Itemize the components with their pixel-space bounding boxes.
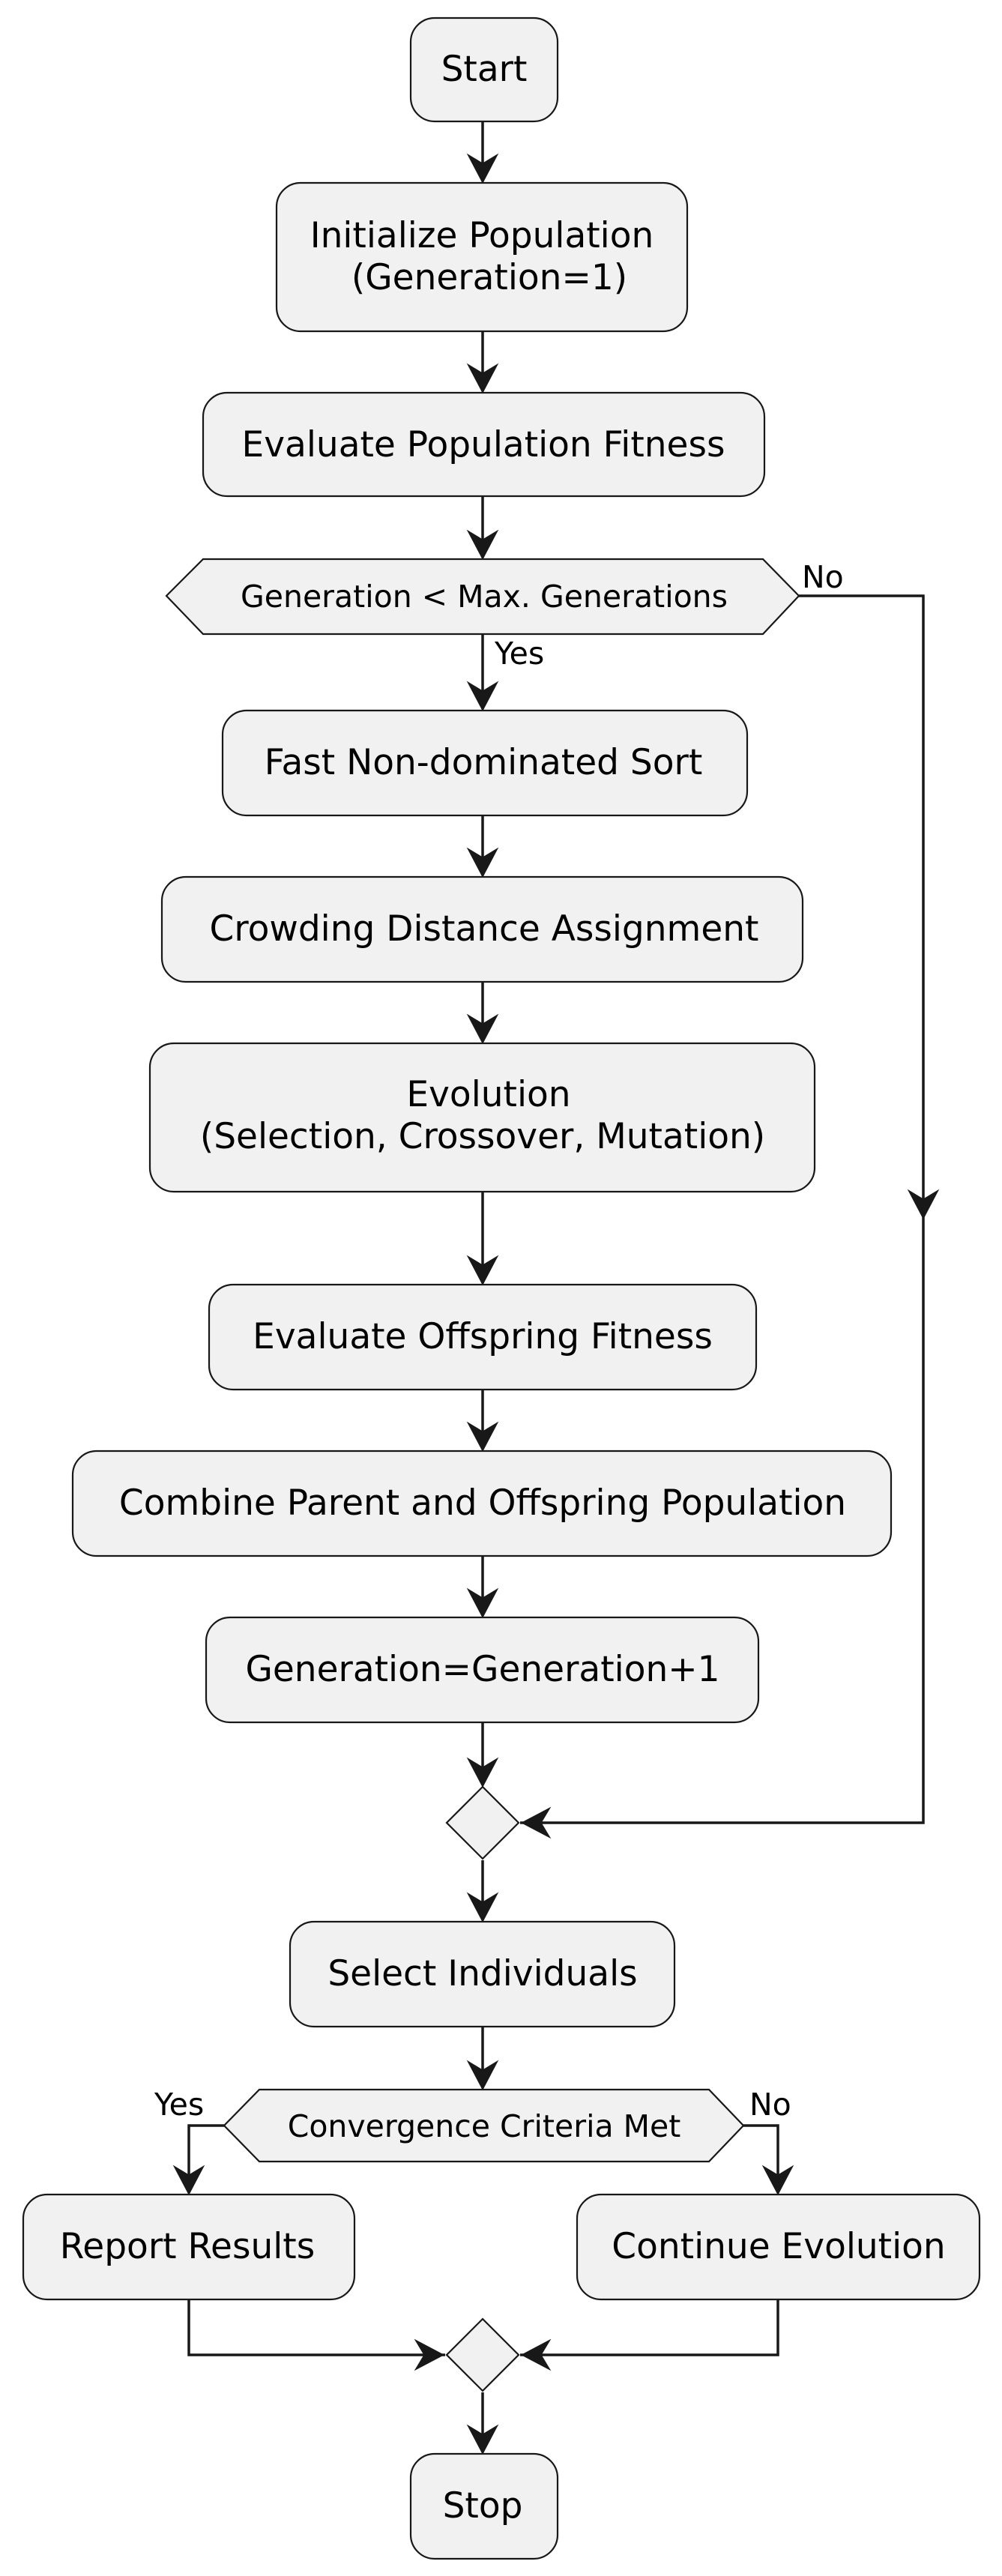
init-population-node: Initialize Population (Generation=1): [275, 181, 689, 333]
fast-sort-label: Fast Non-dominated Sort: [265, 742, 703, 783]
arrowhead-down: [466, 1757, 499, 1788]
loop-condition-label: Generation < Max. Generations: [241, 579, 728, 615]
evolution-node: Evolution (Selection, Crossover, Mutatio…: [148, 1042, 816, 1193]
continue-node: Continue Evolution: [576, 2193, 981, 2301]
arrowhead-down: [466, 153, 499, 184]
evaluate-population-label: Evaluate Population Fitness: [242, 424, 725, 465]
evolution-label-line2: (Selection, Crossover, Mutation): [200, 1116, 765, 1157]
init-population-label-line1: Initialize Population: [310, 215, 654, 256]
edge-continue-merge: [520, 2299, 779, 2356]
evolution-label-line1: Evolution: [406, 1074, 570, 1115]
select-node: Select Individuals: [289, 1920, 676, 2028]
arrowhead-down: [466, 1587, 499, 1619]
arrowhead-down: [172, 2165, 205, 2196]
report-node: Report Results: [22, 2193, 356, 2301]
loop-condition-node: Generation < Max. Generations: [165, 558, 800, 636]
crowding-node: Crowding Distance Assignment: [160, 875, 804, 983]
convergence-condition-label: Convergence Criteria Met: [288, 2108, 681, 2144]
edge-labels: Yes No Yes No: [154, 559, 844, 2123]
arrowhead-left: [520, 2338, 552, 2371]
arrowhead-down: [466, 2060, 499, 2091]
arrowhead-down: [466, 1013, 499, 1045]
arrowhead-down: [466, 1255, 499, 1286]
continue-label: Continue Evolution: [612, 2226, 945, 2267]
evaluate-population-node: Evaluate Population Fitness: [202, 391, 766, 498]
arrowhead-down: [761, 2165, 794, 2196]
evaluate-offspring-label: Evaluate Offspring Fitness: [253, 1316, 713, 1357]
loop-no-label: No: [802, 559, 844, 595]
arrowhead-down: [466, 2424, 499, 2455]
edge-convergence-no: [743, 2124, 779, 2193]
arrowhead-down: [466, 1892, 499, 1923]
convergence-yes-label: Yes: [154, 2087, 204, 2123]
fast-sort-node: Fast Non-dominated Sort: [221, 709, 749, 817]
loop-yes-label: Yes: [494, 636, 544, 672]
evaluate-offspring-node: Evaluate Offspring Fitness: [208, 1283, 758, 1391]
combine-node: Combine Parent and Offspring Population: [71, 1450, 893, 1557]
edges: [187, 121, 925, 2452]
edge-report-merge: [187, 2299, 445, 2356]
edge-convergence-yes: [187, 2124, 224, 2193]
arrowhead-right: [414, 2338, 445, 2371]
arrowhead-down: [466, 1421, 499, 1453]
report-label: Report Results: [60, 2226, 315, 2267]
start-node: Start: [409, 16, 559, 123]
increment-node: Generation=Generation+1: [205, 1616, 760, 1724]
start-label: Start: [441, 49, 528, 90]
arrowhead-down: [466, 847, 499, 878]
stop-node: Stop: [409, 2452, 559, 2560]
init-population-label-line2: (Generation=1): [351, 257, 627, 298]
convergence-no-label: No: [749, 2087, 791, 2123]
crowding-label: Crowding Distance Assignment: [210, 908, 759, 950]
combine-label: Combine Parent and Offspring Population: [119, 1482, 846, 1524]
select-label: Select Individuals: [328, 1953, 637, 1994]
arrowhead-down: [907, 1189, 940, 1220]
merge-node-loop: [445, 1785, 520, 1860]
arrowhead-down: [466, 363, 499, 394]
arrowhead-left: [520, 1806, 552, 1839]
stop-label: Stop: [443, 2485, 523, 2527]
convergence-condition-node: Convergence Criteria Met: [223, 2088, 745, 2163]
arrowheads: [172, 153, 940, 2455]
merge-node-end: [445, 2317, 520, 2392]
arrowhead-down: [466, 681, 499, 712]
increment-label: Generation=Generation+1: [245, 1649, 719, 1690]
arrowhead-down: [466, 529, 499, 561]
